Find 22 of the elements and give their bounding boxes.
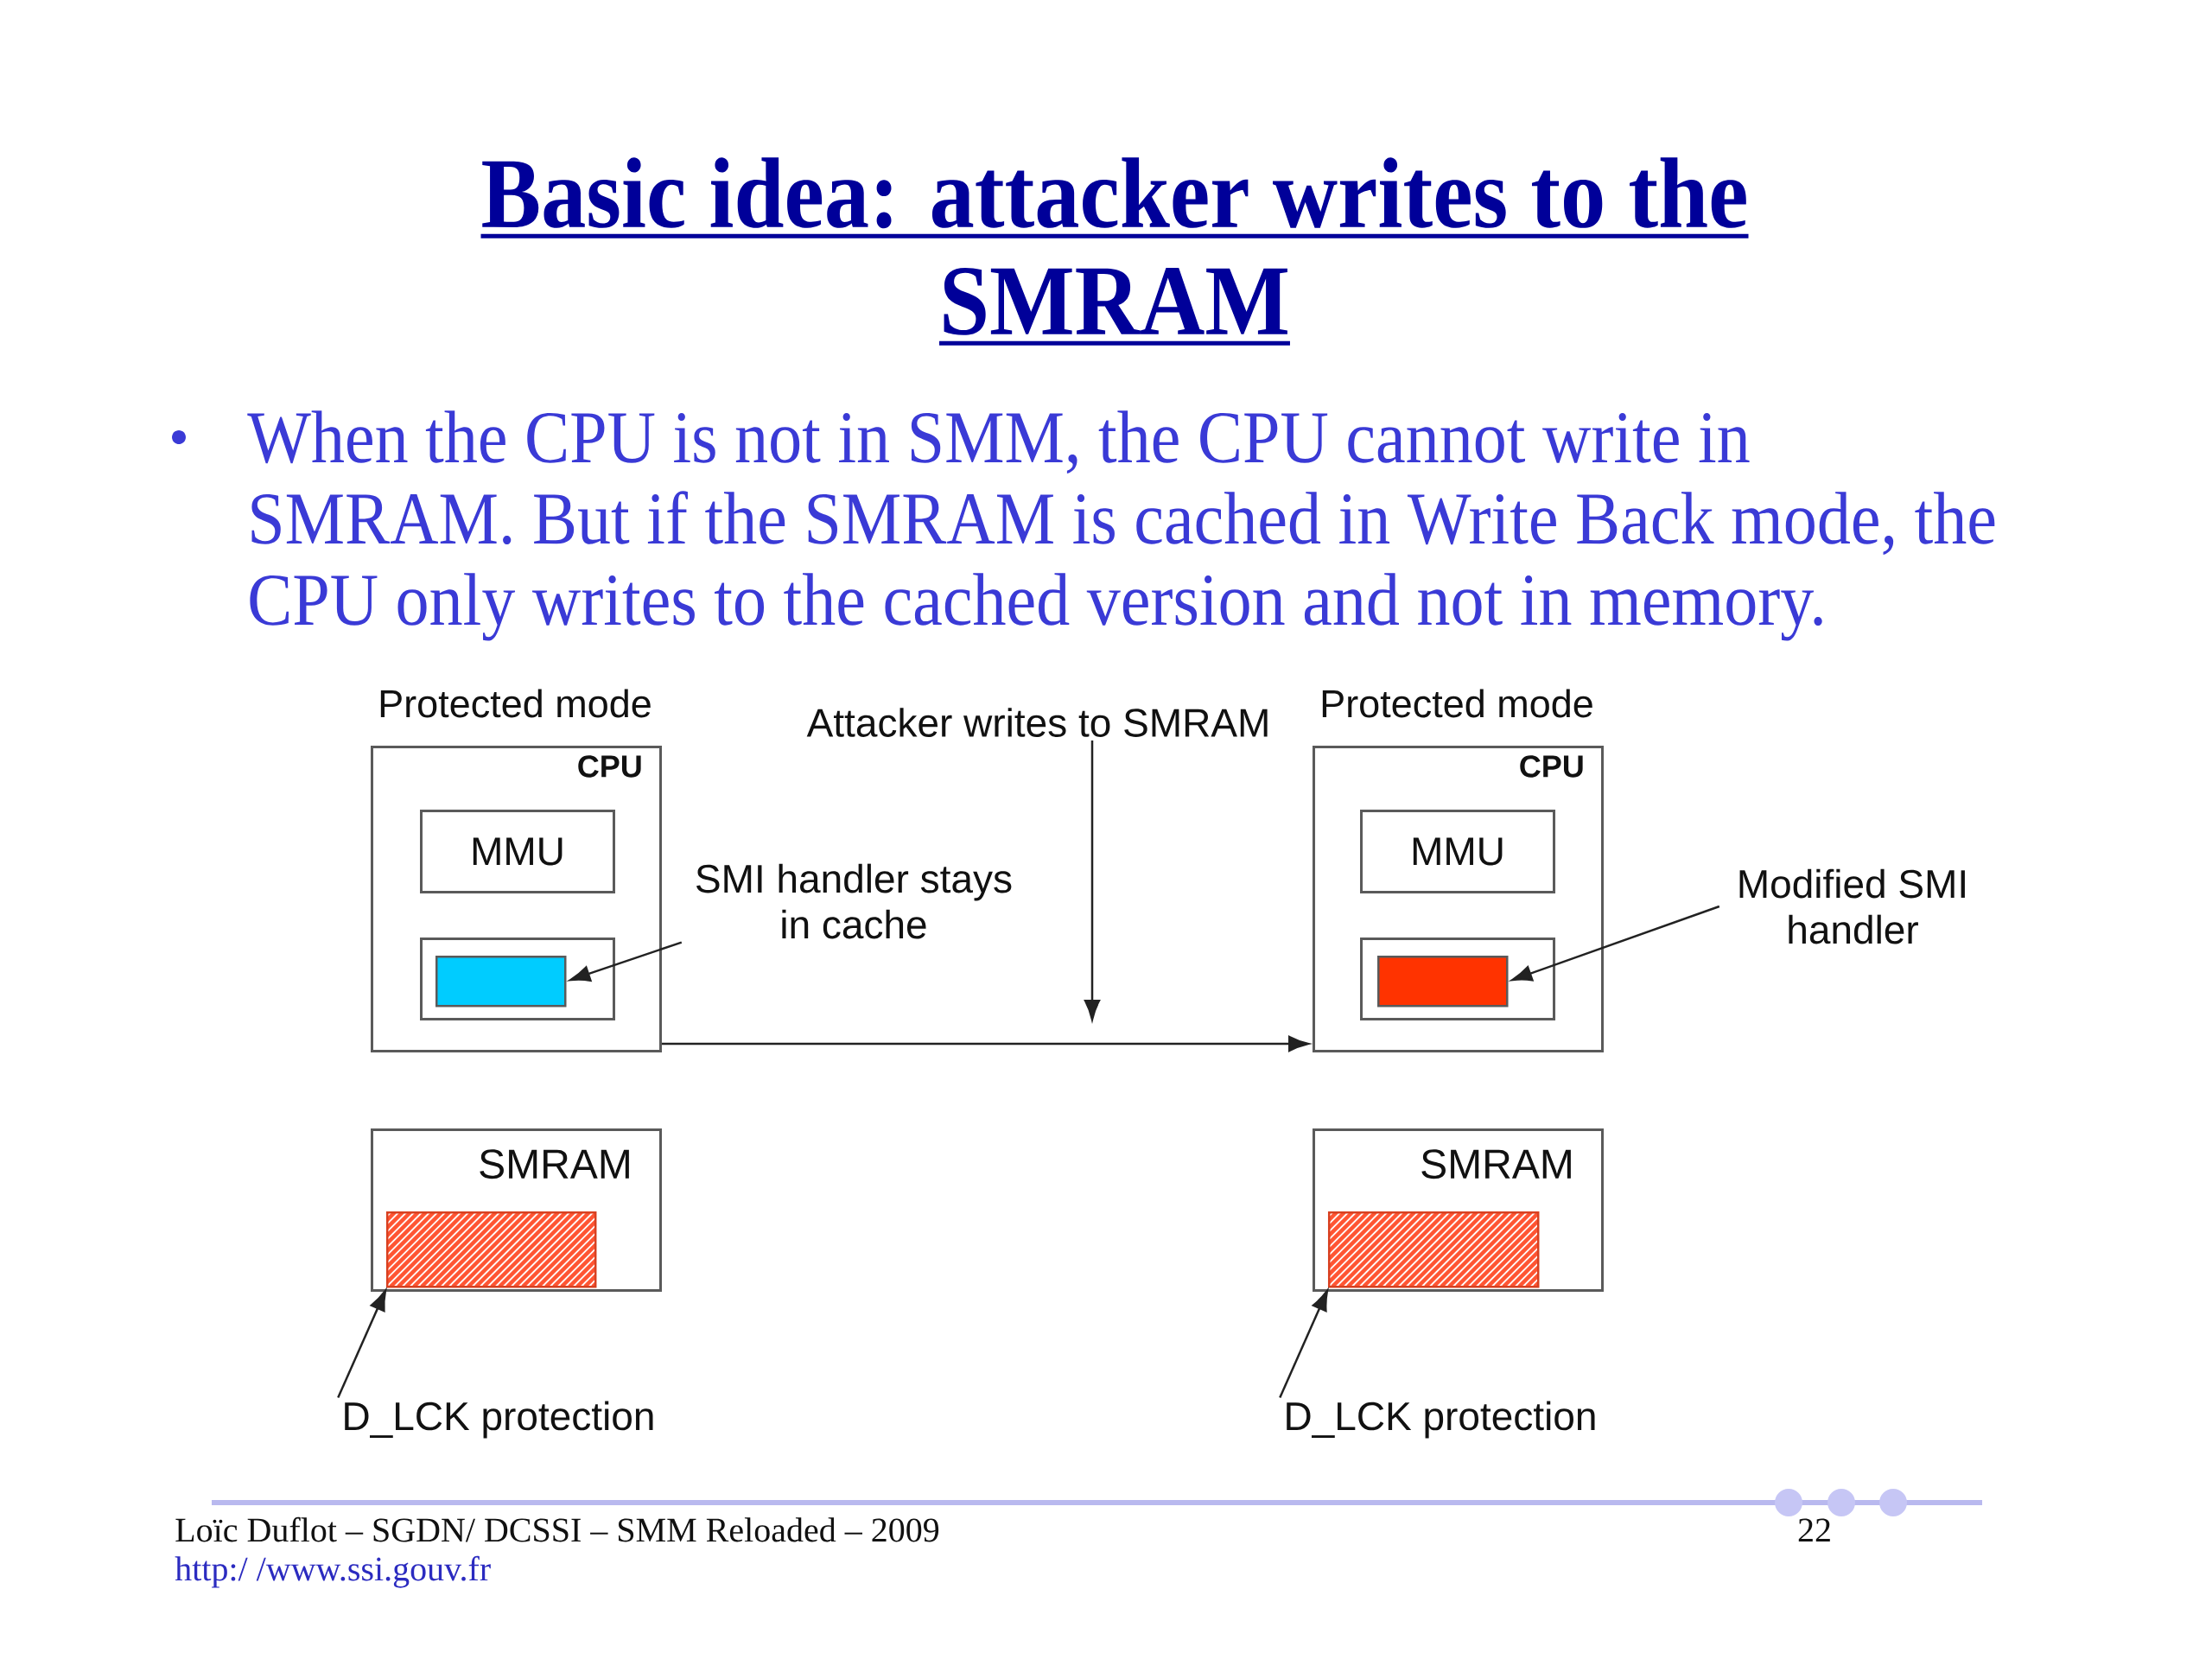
annotation-text: Attacker writes to SMRAM: [806, 708, 1268, 737]
callout-text: SMI handler stays in cache: [696, 863, 1012, 939]
box-heading: Protected mode: [380, 689, 651, 718]
page-number: 22: [1798, 1518, 1830, 1541]
slide-title: Basic idea: attacker writes to the SMRAM: [480, 157, 1749, 346]
callout-text: Modified SMI handler: [1739, 868, 1965, 944]
component-box: MMU: [420, 810, 615, 893]
filled-rectangle: [435, 956, 567, 1007]
callout-text: D_LCK protection: [1287, 1401, 1595, 1439]
box-heading: Protected mode: [1322, 689, 1592, 718]
hatched-rectangle: [385, 1211, 597, 1288]
callout-text: D_LCK protection: [345, 1401, 653, 1439]
container-box: [1360, 938, 1555, 1020]
filled-rectangle: [1377, 956, 1509, 1007]
component-box: MMU: [1360, 810, 1555, 893]
hatched-rectangle: [1327, 1211, 1540, 1288]
bullet-text: When the CPU is not in SMM, the CPU cannot write in SMRAM. But if the SMRAM is cached in Write Back mode, the CPU only writes to the cached version and not in memory.: [247, 410, 1995, 641]
footer-text: Loïc Duflot – SGDN/ DCSSI – SMM Reloaded – 2009: [175, 1516, 939, 1542]
container-box: [420, 938, 615, 1020]
memory-box: SMRAM: [371, 1128, 662, 1292]
memory-box: SMRAM: [1313, 1128, 1604, 1292]
footer-link: http:/ /www.ssi.gouv.fr: [175, 1555, 491, 1588]
